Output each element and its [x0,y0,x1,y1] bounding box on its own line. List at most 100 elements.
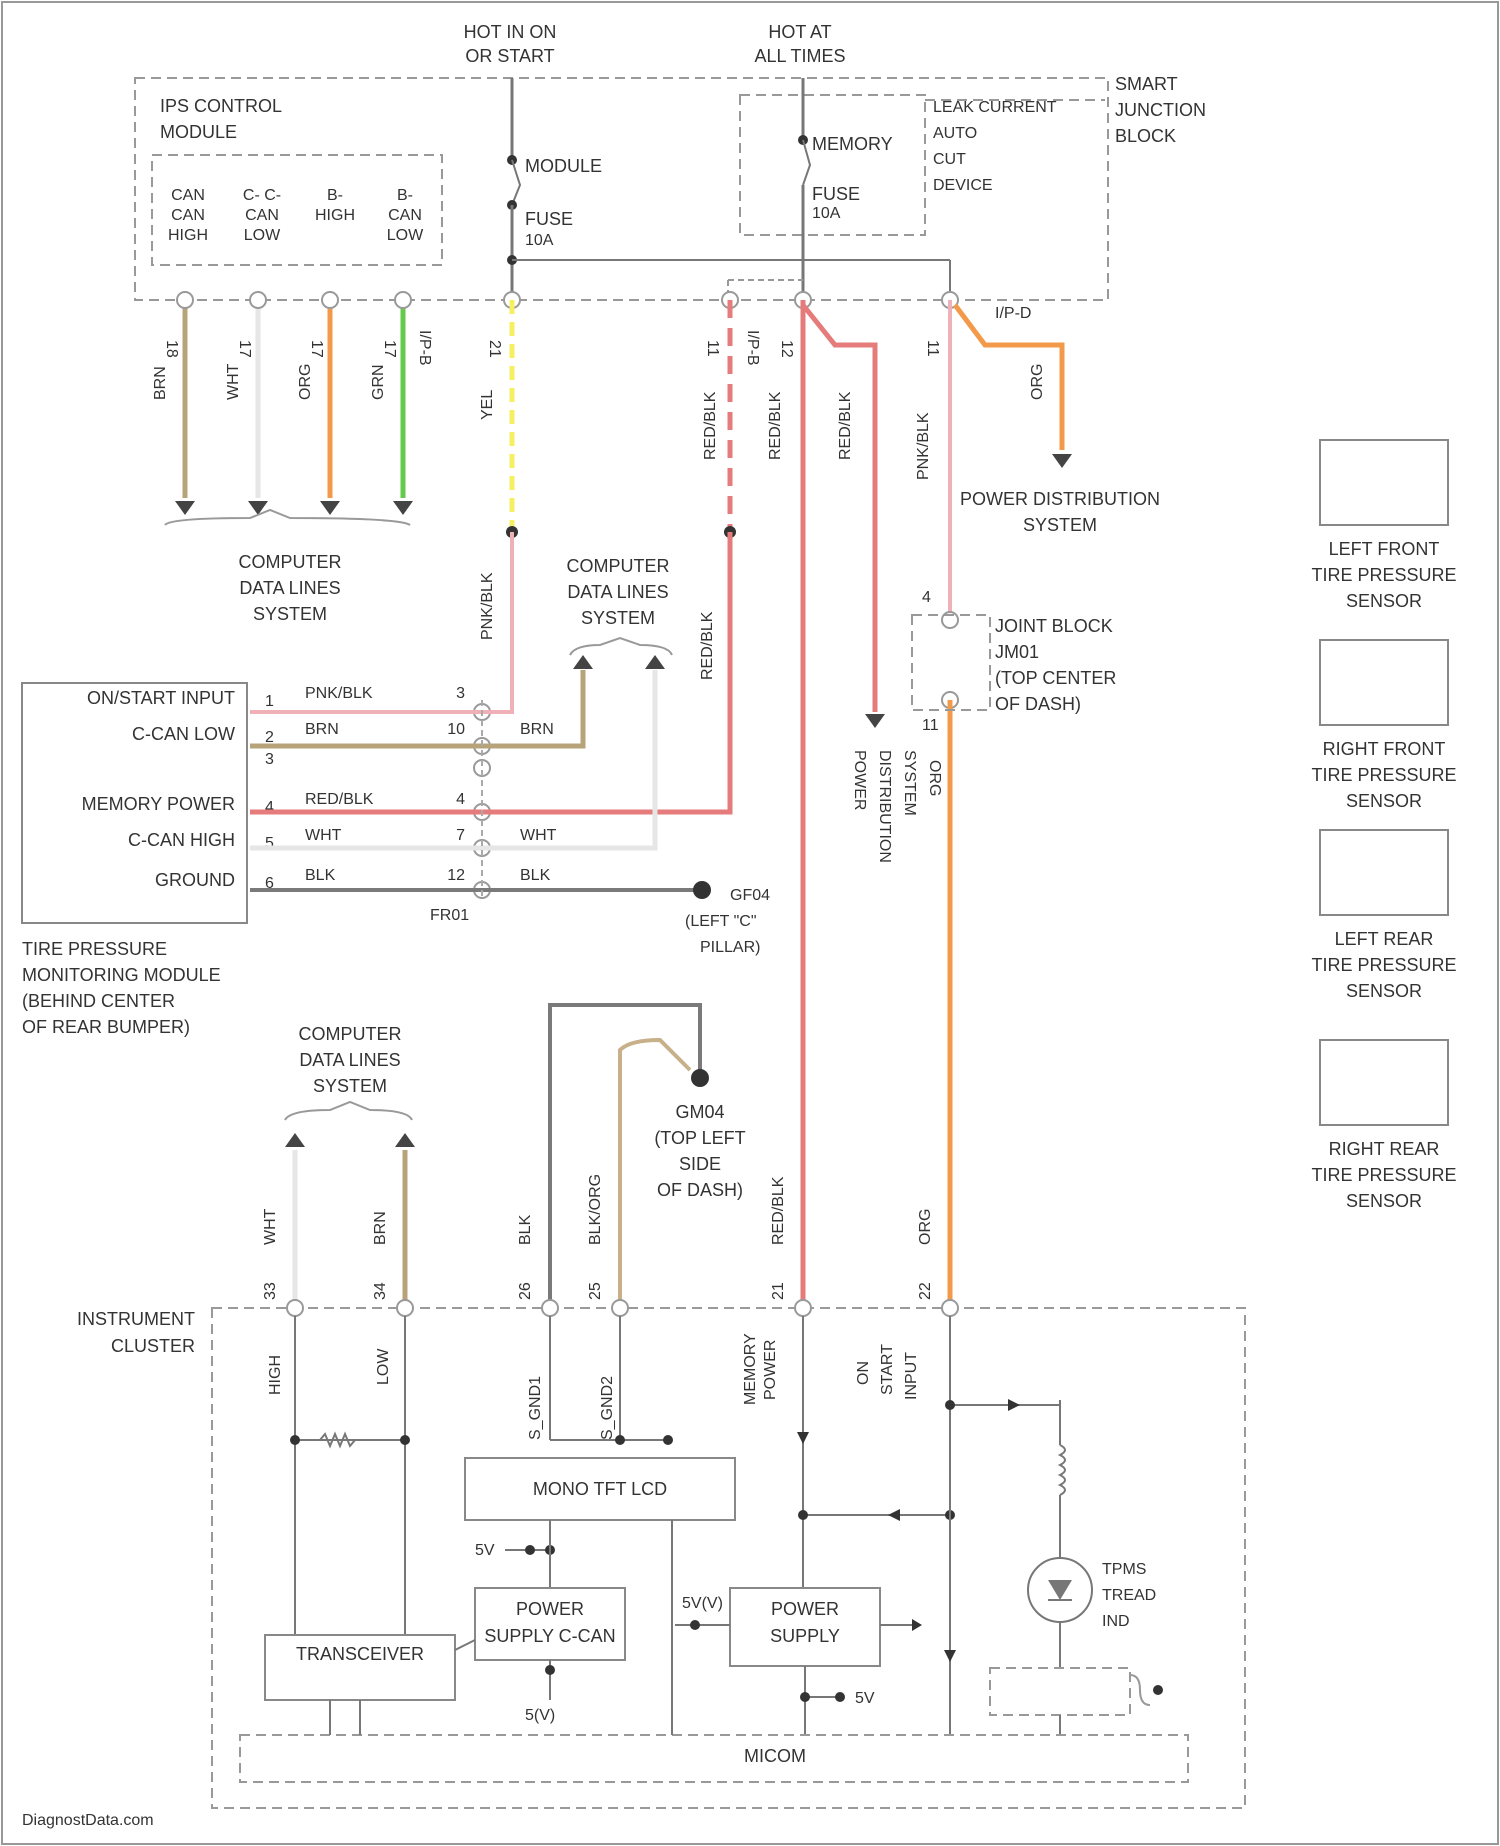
sjb-title-3: BLOCK [1115,126,1176,146]
ground-gf04-3: PILLAR) [700,939,760,956]
tpms-caption-l4: OF REAR BUMPER) [22,1017,190,1037]
cl-wire-label-blkorg: BLK/ORG [587,1174,604,1245]
cl-pin-brn [397,1300,413,1316]
tpms-cpin-4: 4 [456,791,465,808]
ips-col3-l2: HIGH [315,207,355,224]
sgnd-dot [615,1435,625,1445]
cdl-low-l1: COMPUTER [299,1024,402,1044]
ips-col4-l1: B- [397,187,413,204]
sensor-l3-3: SENSOR [1346,981,1422,1001]
module-fuse-rating: 10A [525,232,554,249]
sensor-l1-3: LEFT REAR [1335,929,1434,949]
cl-wire-label-org: ORG [917,1209,934,1245]
ips-col2-l3: LOW [244,227,281,244]
cl-wire-label-wht: WHT [262,1208,279,1245]
module-fuse-label: FUSE [525,209,573,229]
top-wire-label-3: ORG [297,364,314,400]
v5a-label: 5V [475,1542,495,1559]
micom-label: MICOM [744,1746,806,1766]
tpms-pin-2: 2 [265,729,274,746]
cdl-mid-l2: DATA LINES [567,582,668,602]
cdl-mid-l3: SYSTEM [581,608,655,628]
cluster-mem-l2: POWER [762,1340,779,1400]
gm04-l4: OF DASH) [657,1180,743,1200]
red1-pin-num: 11 [704,340,721,357]
memory-fuse-label: FUSE [812,184,860,204]
top-pin-1 [177,292,193,308]
joint-block-l2: JM01 [995,642,1039,662]
tpms-wire-label-1: PNK/BLK [305,685,373,702]
tpms-wire-label-6: BLK [305,867,336,884]
cluster-mem-l1: MEMORY [742,1333,759,1405]
red1-conn: I/P-B [744,330,761,366]
ips-col3-l1: B- [327,187,343,204]
cl-pin-red [795,1300,811,1316]
red2-pin-num: 12 [778,340,795,358]
cdl-top-l2: DATA LINES [239,578,340,598]
ips-col4-l2: CAN [388,207,422,224]
leak-label-1: LEAK CURRENT [933,99,1057,116]
cdl-mid-l1: COMPUTER [567,556,670,576]
red1-label: RED/BLK [702,391,719,460]
tpms-caption-l2: MONITORING MODULE [22,965,221,985]
tpms-connector-label: FR01 [430,907,469,924]
tpms-ind-l3: IND [1102,1613,1130,1630]
sensor-l1-4: RIGHT REAR [1329,1139,1440,1159]
cluster-sgnd2: S_GND2 [599,1376,616,1440]
tpms-caption-l1: TIRE PRESSURE [22,939,167,959]
leak-label-4: DEVICE [933,177,993,194]
cluster-title-l2: CLUSTER [111,1336,195,1356]
pds-top-l1: POWER DISTRIBUTION [960,489,1160,509]
pds-vert-l1: POWER [851,750,868,810]
top-pin-num-1: 18 [163,340,180,358]
cl-pin-num-blk: 26 [517,1282,534,1300]
top-pin-num-4: 17 [381,340,398,358]
memory-label: MEMORY [812,134,893,154]
top-wire-label-1: BRN [152,366,169,400]
gm04-l2: (TOP LEFT [654,1128,745,1148]
ps-ccan-dot [545,1665,555,1675]
ips-col1-l1: CAN [171,187,205,204]
int-mem-link-dot [798,1510,808,1520]
org-pds-label: ORG [1029,364,1046,400]
v5b-label: 5V(V) [682,1595,723,1612]
v5d-dot-2 [835,1692,845,1702]
sjb-title-2: JUNCTION [1115,100,1206,120]
v5c-label: 5(V) [525,1707,555,1724]
ground-gf04: GF04 [730,887,770,904]
sensor-l3-4: SENSOR [1346,1191,1422,1211]
module-switch-dot [507,155,517,165]
cl-pin-num-brn: 34 [372,1282,389,1300]
tpms-cpin-1: 3 [456,685,465,702]
yel-wire-label: YEL [479,390,496,420]
sensor-l1-1: LEFT FRONT [1329,539,1440,559]
red3-label: RED/BLK [837,391,854,460]
transceiver-label: TRANSCEIVER [296,1644,424,1664]
cl-pin-org [942,1300,958,1316]
cluster-title-l1: INSTRUMENT [77,1309,195,1329]
memory-fuse-rating: 10A [812,205,841,222]
top-pin-4 [395,292,411,308]
sensor-l2-1: TIRE PRESSURE [1311,565,1456,585]
tpms-wire2-label-6: BLK [520,867,551,884]
top-wire-label-4: GRN [370,364,387,400]
ps-ccan-l1: POWER [516,1599,584,1619]
hot-all-times-label-2: ALL TIMES [754,46,845,66]
ips-title: IPS CONTROL [160,96,282,116]
cdl-low-l2: DATA LINES [299,1050,400,1070]
top-pin-num-2: 17 [236,340,253,358]
cl-pin-num-org: 22 [917,1282,934,1300]
v5d-label: 5V [855,1690,875,1707]
tpms-wire2-label-2: BRN [520,721,554,738]
v5a-dot [525,1545,535,1555]
cluster-on-l2: START [879,1344,896,1395]
joint-block-pin-a: 4 [922,589,931,606]
can-res-dot-1 [290,1435,300,1445]
sensor-l3-2: SENSOR [1346,791,1422,811]
tpms-row-name-4: MEMORY POWER [82,794,235,814]
leak-label-2: AUTO [933,125,977,142]
ps-l2: SUPPLY [770,1626,840,1646]
leak-label-3: CUT [933,151,966,168]
tpms-row-name-1: ON/START INPUT [87,688,235,708]
